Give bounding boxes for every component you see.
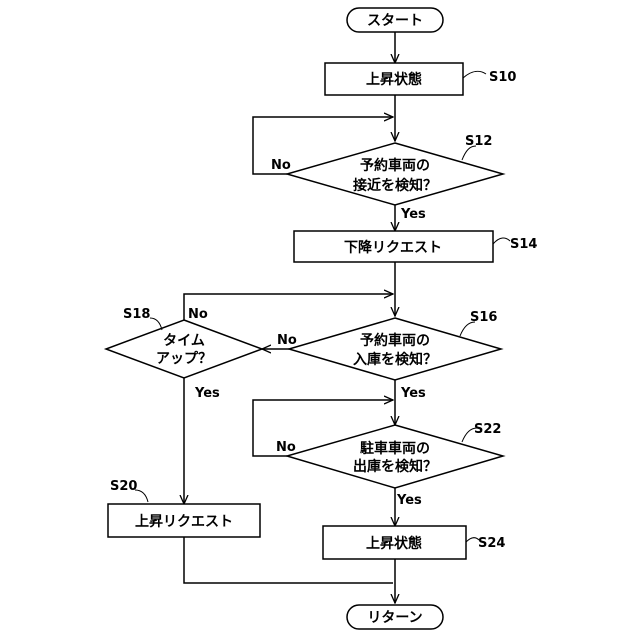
decision-s18-line2: アップ？ <box>156 351 212 367</box>
step-s12: S12 <box>465 134 492 149</box>
decision-s12-line1: 予約車両の <box>360 157 430 174</box>
process-s14: 下降リクエスト <box>294 231 493 262</box>
start-label: スタート <box>367 13 423 29</box>
edge-s18-no-loop <box>184 294 393 320</box>
decision-s18: タイム アップ？ <box>106 320 262 378</box>
step-s14: S14 <box>510 237 537 252</box>
step-s24: S24 <box>478 536 505 551</box>
start-terminal: スタート <box>347 8 443 32</box>
s12-yes-label: Yes <box>400 207 426 222</box>
s18-yes-label: Yes <box>194 386 220 401</box>
process-s20: 上昇リクエスト <box>108 504 260 537</box>
s22-no-label: No <box>276 440 296 455</box>
step-s20: S20 <box>110 479 137 494</box>
s12-no-label: No <box>271 158 291 173</box>
step-s22: S22 <box>474 422 501 437</box>
decision-s22-line1: 駐車車両の <box>360 440 430 457</box>
decision-s22: 駐車車両の 出庫を検知？ <box>287 425 503 488</box>
decision-s18-line1: タイム <box>163 333 205 349</box>
process-s20-label: 上昇リクエスト <box>135 514 233 530</box>
decision-s16: 予約車両の 入庫を検知？ <box>289 318 501 380</box>
process-s14-label: 下降リクエスト <box>344 239 442 256</box>
process-s10-label: 上昇状態 <box>366 71 422 88</box>
decision-s12: 予約車両の 接近を検知？ <box>287 143 503 205</box>
process-s24-label: 上昇状態 <box>366 535 422 552</box>
decision-s22-line2: 出庫を検知？ <box>353 458 437 475</box>
leader-s14 <box>493 238 510 244</box>
process-s10: 上昇状態 <box>325 63 463 95</box>
decision-s16-line1: 予約車両の <box>360 332 430 349</box>
s22-yes-label: Yes <box>396 493 422 508</box>
step-s10: S10 <box>489 70 516 85</box>
leader-s10 <box>463 71 486 78</box>
decision-s12-line2: 接近を検知？ <box>353 177 437 194</box>
step-s16: S16 <box>470 310 497 325</box>
decision-s16-line2: 入庫を検知？ <box>353 351 437 368</box>
end-label: リターン <box>367 610 422 626</box>
s16-no-label: No <box>277 333 297 348</box>
s18-no-label: No <box>188 307 208 322</box>
end-terminal: リターン <box>347 605 443 629</box>
step-s18: S18 <box>123 307 150 322</box>
process-s24: 上昇状態 <box>323 526 466 559</box>
s16-yes-label: Yes <box>400 386 426 401</box>
